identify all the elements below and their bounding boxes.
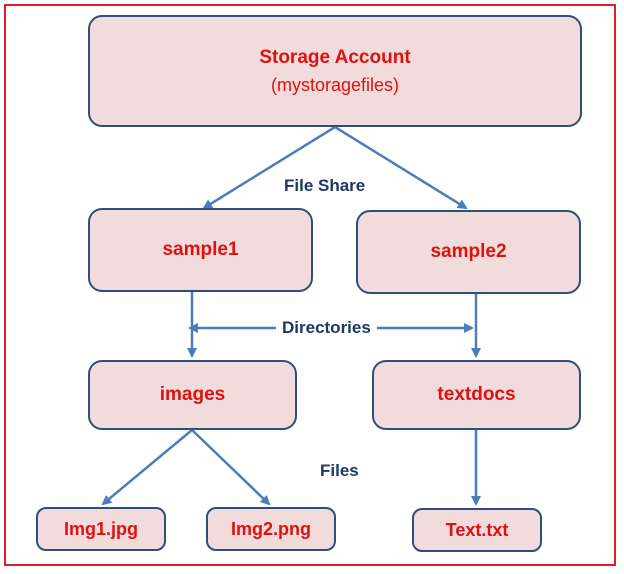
arrow-account-to-sample2 bbox=[334, 125, 468, 210]
share-node-sample2: sample2 bbox=[356, 210, 581, 294]
storage-account-title: Storage Account bbox=[259, 46, 411, 68]
arrow-account-to-sample1 bbox=[202, 125, 336, 210]
directories-label: Directories bbox=[276, 318, 377, 338]
files-label: Files bbox=[320, 461, 359, 480]
storage-account-node: Storage Account (mystoragefiles) bbox=[88, 15, 582, 127]
share-label: sample2 bbox=[430, 241, 507, 262]
file-node-img2: Img2.png bbox=[206, 507, 336, 551]
file-label: Img2.png bbox=[231, 518, 311, 539]
directory-label: images bbox=[159, 384, 226, 405]
share-label: sample1 bbox=[162, 239, 239, 260]
file-node-img1: Img1.jpg bbox=[36, 507, 166, 551]
arrow-images-to-img1 bbox=[101, 429, 193, 506]
directory-node-images: images bbox=[88, 360, 297, 430]
storage-account-name: (mystoragefiles) bbox=[270, 74, 400, 95]
file-label: Img1.jpg bbox=[63, 518, 138, 539]
share-node-sample1: sample1 bbox=[88, 208, 313, 292]
diagram-frame bbox=[4, 4, 616, 566]
directory-label: textdocs bbox=[437, 384, 516, 405]
directory-node-textdocs: textdocs bbox=[372, 360, 581, 430]
file-share-label: File Share bbox=[284, 176, 366, 195]
file-node-text: Text.txt bbox=[412, 508, 542, 552]
file-label: Text.txt bbox=[445, 519, 509, 540]
arrow-images-to-img2 bbox=[191, 429, 271, 506]
